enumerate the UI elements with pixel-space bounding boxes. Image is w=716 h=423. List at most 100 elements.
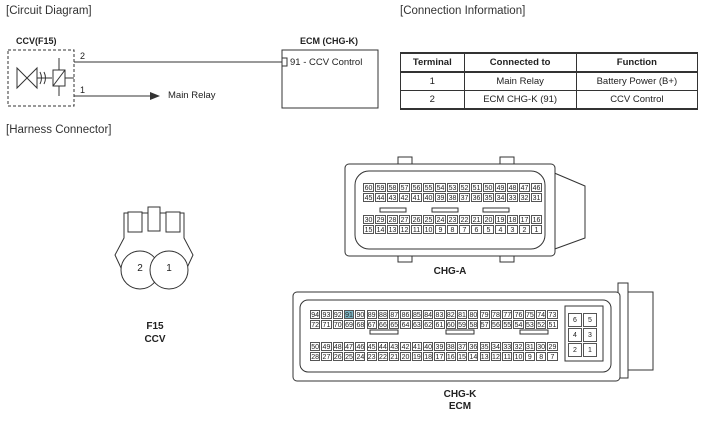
pin-cell: 48 <box>507 183 518 192</box>
pin-cell: 25 <box>423 215 434 224</box>
pin-cell: 31 <box>531 193 542 202</box>
cell-terminal: 2 <box>400 90 465 110</box>
pin-cell: 36 <box>468 342 479 351</box>
pin-cell: 20 <box>400 352 411 361</box>
pin-cell: 59 <box>456 320 468 329</box>
cell-function: Battery Power (B+) <box>575 71 699 91</box>
pin-cell: 7 <box>459 225 470 234</box>
pin-cell: 41 <box>411 342 422 351</box>
pin-cell: 46 <box>531 183 542 192</box>
pin-cell: 5 <box>583 313 597 327</box>
table-row: 1 Main Relay Battery Power (B+) <box>400 71 699 91</box>
pin-cell: 2 <box>568 343 582 357</box>
pin-cell: 11 <box>411 225 422 234</box>
pin-cell: 43 <box>387 193 398 202</box>
pin-cell: 54 <box>435 183 446 192</box>
pin-cell: 24 <box>435 215 446 224</box>
pin-cell: 33 <box>507 193 518 202</box>
pin-cell: 35 <box>483 193 494 202</box>
header-connected-to: Connected to <box>463 52 577 73</box>
pin-cell: 69 <box>343 320 355 329</box>
pin-cell: 32 <box>513 342 524 351</box>
pin-cell: 75 <box>524 310 535 319</box>
pin-cell: 23 <box>447 215 458 224</box>
pin-cell: 68 <box>355 320 366 329</box>
pin-cell: 71 <box>321 320 332 329</box>
pin-cell: 56 <box>490 320 502 329</box>
pin-cell: 28 <box>310 352 321 361</box>
cell-function: CCV Control <box>575 90 699 110</box>
pin-cell: 37 <box>456 342 468 351</box>
pin-cell: 80 <box>468 310 479 319</box>
pin-cell: 73 <box>547 310 558 319</box>
chg-a-connector-icon <box>344 156 586 263</box>
pin-cell: 6 <box>471 225 482 234</box>
pin-cell: 61 <box>434 320 445 329</box>
pin-cell: 57 <box>399 183 410 192</box>
pin-cell: 27 <box>399 215 410 224</box>
pin-cell: 56 <box>411 183 422 192</box>
chg-k-connector-icon <box>292 282 654 382</box>
pin-cell: 23 <box>366 352 377 361</box>
pin-cell: 72 <box>310 320 321 329</box>
pin-cell: 15 <box>363 225 374 234</box>
pin-cell: 38 <box>447 193 458 202</box>
pin-cell: 78 <box>490 310 502 319</box>
pin-cell: 44 <box>375 193 386 202</box>
pin-cell: 16 <box>531 215 542 224</box>
pin-cell: 34 <box>495 193 506 202</box>
pin-cell: 18 <box>507 215 518 224</box>
pin-cell: 4 <box>568 328 582 342</box>
pin-cell: 52 <box>459 183 470 192</box>
pin-cell: 58 <box>468 320 479 329</box>
pin-cell: 22 <box>377 352 389 361</box>
pin-cell: 64 <box>400 320 411 329</box>
pin-cell: 8 <box>536 352 547 361</box>
pin-cell: 65 <box>389 320 400 329</box>
pin-cell: 16 <box>445 352 456 361</box>
pin-cell: 50 <box>310 342 321 351</box>
pin-cell: 79 <box>479 310 490 319</box>
pin-cell: 42 <box>399 193 410 202</box>
pin-cell: 5 <box>483 225 494 234</box>
pin-cell: 30 <box>536 342 547 351</box>
pin2-label: 2 <box>80 51 86 61</box>
pin-cell: 67 <box>366 320 377 329</box>
pin-cell: 11 <box>502 352 513 361</box>
pin-cell: 47 <box>519 183 530 192</box>
pin-cell: 1 <box>583 343 597 357</box>
ccv-label: CCV <box>144 334 166 345</box>
pin-cell: 51 <box>547 320 558 329</box>
pin-cell: 89 <box>366 310 377 319</box>
pin-cell: 77 <box>502 310 513 319</box>
pin-cell: 30 <box>363 215 374 224</box>
pin-cell: 40 <box>423 193 434 202</box>
pin-cell: 46 <box>355 342 366 351</box>
cell-connected-to: ECM CHG-K (91) <box>463 90 577 110</box>
pin-cell: 60 <box>445 320 456 329</box>
pin-cell: 21 <box>471 215 482 224</box>
pin-cell: 32 <box>519 193 530 202</box>
pin-cell: 2 <box>519 225 530 234</box>
ccv-component-label: CCV(F15) <box>16 36 57 46</box>
pin-cell: 35 <box>479 342 490 351</box>
pin-cell: 42 <box>400 342 411 351</box>
connection-table: Terminal Connected to Function 1 Main Re… <box>400 52 699 110</box>
ecm-label: ECM (CHG-K) <box>300 36 358 46</box>
pin-cell: 55 <box>502 320 513 329</box>
pin-cell: 53 <box>524 320 535 329</box>
pin-cell: 22 <box>459 215 470 224</box>
ecm-box <box>281 49 379 109</box>
pin-cell: 41 <box>411 193 422 202</box>
pin-cell: 63 <box>411 320 422 329</box>
ecm-pin-marker <box>281 57 288 67</box>
pin-cell: 17 <box>519 215 530 224</box>
pin-cell: 55 <box>423 183 434 192</box>
pin-cell: 51 <box>471 183 482 192</box>
pin-cell: 9 <box>435 225 446 234</box>
pin-cell: 14 <box>375 225 386 234</box>
pin-cell: 47 <box>343 342 355 351</box>
pin-cell: 12 <box>399 225 410 234</box>
pin-cell: 39 <box>435 193 446 202</box>
header-terminal: Terminal <box>400 52 465 73</box>
